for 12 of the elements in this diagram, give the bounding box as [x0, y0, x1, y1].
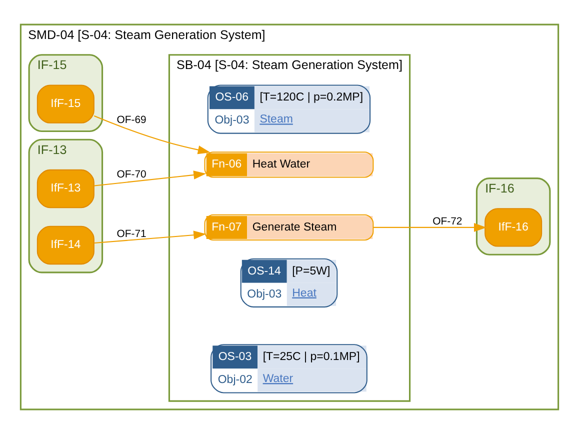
arrow: [94, 115, 210, 154]
arrow: [94, 170, 206, 186]
edge-label: OF-71: [116, 228, 146, 240]
node-box: IfF-15: [36, 84, 94, 124]
edge-label: OF-72: [432, 216, 462, 228]
node-box: IfF-14: [36, 226, 94, 265]
node-box: IfF-16: [484, 208, 542, 247]
edge-label: OF-69: [116, 114, 146, 126]
arrow: [373, 223, 487, 232]
arrow: [94, 230, 206, 244]
edge-label: OF-70: [116, 169, 146, 180]
node-box: IfF-13: [36, 169, 94, 208]
